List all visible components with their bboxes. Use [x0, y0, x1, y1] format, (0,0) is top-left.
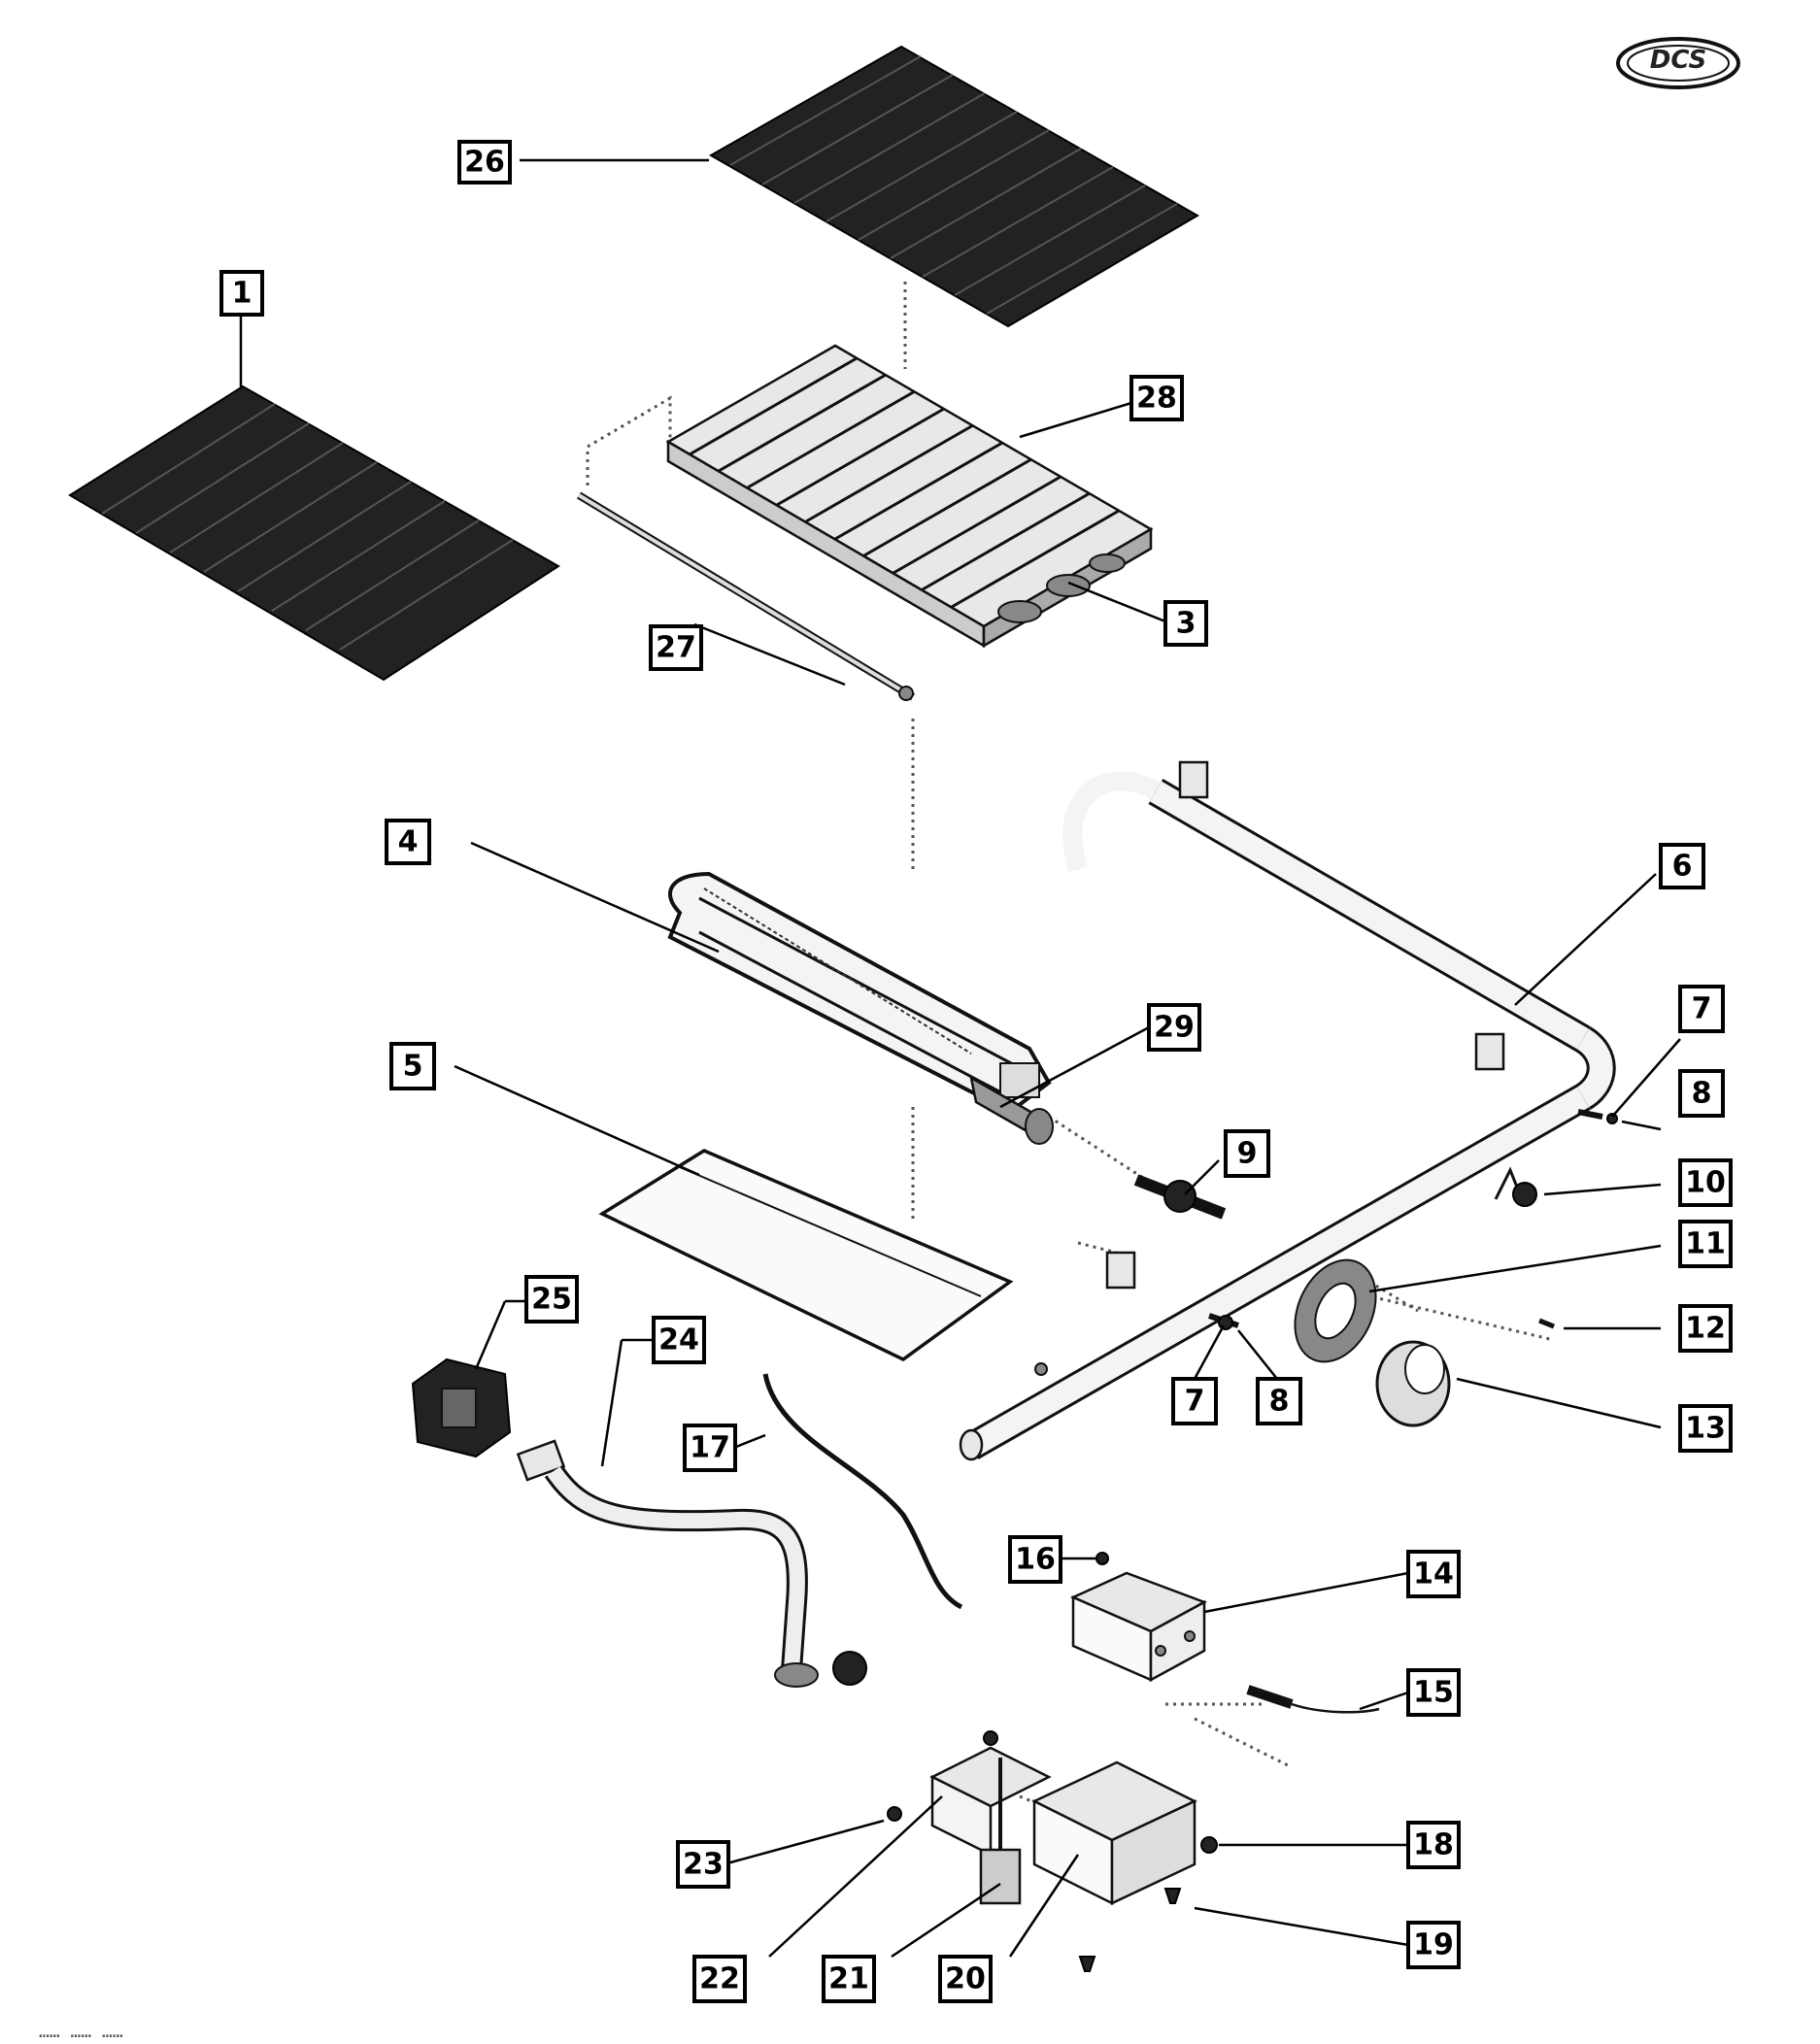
callout-11: 11: [1678, 1220, 1733, 1268]
part-15-electrode: [1246, 1685, 1380, 1714]
callout-7-lower-label: 7: [1185, 1385, 1205, 1419]
callout-4-label: 4: [398, 825, 419, 859]
callout-21-label: 21: [828, 1962, 869, 1996]
part-25-bracket: [411, 1357, 512, 1458]
callout-15: 15: [1406, 1668, 1461, 1717]
callout-10-label: 10: [1685, 1166, 1726, 1200]
callout-1: 1: [219, 270, 264, 317]
part-5-heat-shield: [598, 1149, 1014, 1362]
footer-text: …… …… ……: [39, 2022, 123, 2042]
callout-15-label: 15: [1413, 1676, 1454, 1710]
part-18-nut: [1200, 1836, 1218, 1854]
callout-19-label: 19: [1413, 1928, 1454, 1962]
callout-3-label: 3: [1176, 607, 1196, 641]
callout-17: 17: [683, 1424, 737, 1472]
callout-18: 18: [1406, 1821, 1461, 1869]
callout-22: 22: [692, 1955, 747, 2003]
logo-text: DCS: [1650, 46, 1706, 75]
part-23-screw: [887, 1730, 998, 1822]
part-17-wire: [762, 1373, 963, 1610]
callout-13-label: 13: [1685, 1412, 1726, 1446]
callout-8-upper: 8: [1678, 1069, 1725, 1118]
callout-16: 16: [1008, 1535, 1062, 1584]
part-27-rod: [576, 491, 916, 701]
callout-7-lower: 7: [1171, 1377, 1218, 1425]
callout-7-upper-label: 7: [1692, 992, 1712, 1026]
callout-12-label: 12: [1685, 1312, 1726, 1346]
callout-26: 26: [457, 140, 512, 184]
callout-12: 12: [1678, 1304, 1733, 1353]
callout-9-label: 9: [1237, 1137, 1258, 1171]
callout-26-label: 26: [464, 146, 505, 180]
part-1-cooking-grate: [68, 385, 560, 682]
callout-13: 13: [1678, 1404, 1733, 1453]
callout-27: 27: [649, 624, 703, 671]
part-12-screw: [1538, 1318, 1555, 1329]
part-10-igniter: [1494, 1166, 1537, 1207]
callout-28-label: 28: [1136, 382, 1177, 416]
callout-6-label: 6: [1672, 850, 1693, 884]
callout-29-label: 29: [1154, 1011, 1195, 1045]
callout-5: 5: [389, 1042, 436, 1090]
callout-27-label: 27: [656, 631, 696, 665]
callout-8-lower-label: 8: [1269, 1385, 1290, 1419]
callout-22-label: 22: [699, 1962, 740, 1996]
callout-5-label: 5: [403, 1050, 423, 1084]
part-24-igniter-tube: [516, 1439, 867, 1688]
part-28-radiant-tray: [665, 344, 1154, 649]
callout-7-upper: 7: [1678, 985, 1725, 1033]
callout-20-label: 20: [945, 1962, 986, 1996]
callout-28: 28: [1129, 375, 1184, 421]
part-20-battery-box: [1031, 1760, 1197, 1906]
part-29-venturi-tube: [969, 1075, 1054, 1145]
leader-lines: [239, 158, 1681, 1959]
callout-19: 19: [1406, 1921, 1461, 1969]
part-6-gas-manifold: [959, 760, 1616, 1461]
callout-14: 14: [1406, 1550, 1461, 1598]
callout-18-label: 18: [1413, 1828, 1454, 1862]
callout-20: 20: [938, 1955, 993, 2003]
callout-25: 25: [524, 1275, 579, 1324]
callout-8-lower: 8: [1256, 1377, 1302, 1425]
part-16-screw: [1095, 1552, 1109, 1565]
callout-23: 23: [676, 1840, 730, 1889]
callout-21: 21: [822, 1955, 876, 2003]
part-11-bezel: [1294, 1258, 1377, 1363]
part-14-ignition-module: [1069, 1571, 1207, 1683]
dcs-logo: DCS: [1616, 37, 1740, 89]
callout-10: 10: [1678, 1158, 1733, 1207]
part-26-cooking-grate: [708, 45, 1199, 328]
part-13-knob: [1375, 1340, 1451, 1427]
callout-16-label: 16: [1015, 1543, 1056, 1577]
callout-4: 4: [385, 819, 431, 865]
part-9-valve: [1133, 1174, 1227, 1220]
callout-9: 9: [1224, 1129, 1270, 1178]
callout-23-label: 23: [683, 1848, 724, 1882]
callout-25-label: 25: [531, 1283, 572, 1317]
part-4-burner: [667, 871, 1052, 1115]
part-3-burner-support: [997, 553, 1126, 623]
part-19-screw: [1078, 1888, 1182, 1972]
callout-11-label: 11: [1685, 1227, 1726, 1261]
callout-17-label: 17: [690, 1431, 730, 1465]
callout-8-upper-label: 8: [1692, 1077, 1712, 1111]
callout-29: 29: [1147, 1003, 1201, 1052]
callout-3: 3: [1163, 600, 1208, 647]
callout-24-label: 24: [658, 1324, 699, 1357]
part-21-switch: [979, 1848, 1022, 1905]
callout-14-label: 14: [1413, 1558, 1454, 1592]
callout-24: 24: [652, 1316, 706, 1364]
callout-1-label: 1: [232, 277, 253, 311]
callout-6: 6: [1659, 843, 1705, 889]
